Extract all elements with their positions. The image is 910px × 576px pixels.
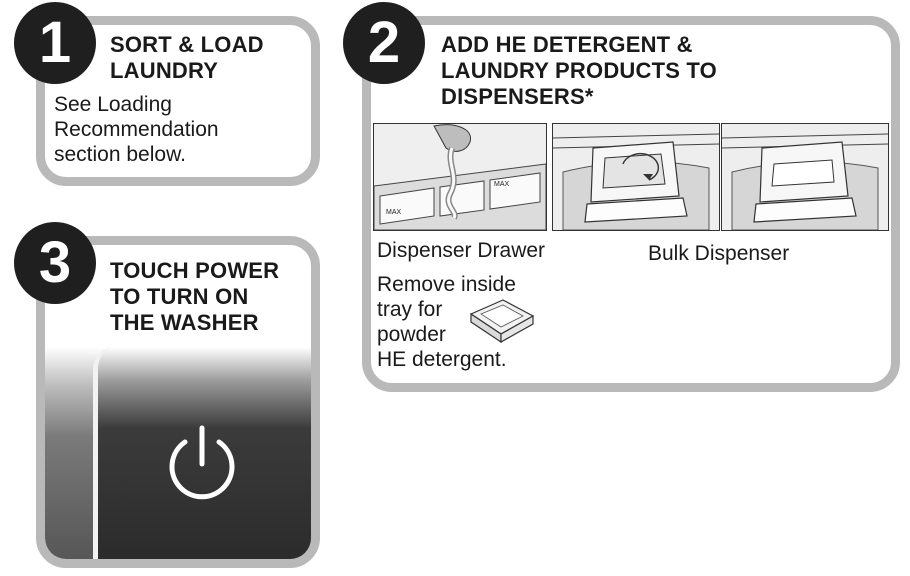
dispenser-drawer-illustration: MAX MAX [373,123,547,231]
max-label-left: MAX [386,209,402,216]
step-3-title: TOUCH POWER TO TURN ON THE WASHER [110,258,280,335]
tray-removal-note: Remove inside tray for powder HE deterge… [377,273,516,371]
step-2-title: ADD HE DETERGENT & LAUNDRY PRODUCTS TO D… [441,32,717,109]
max-label-right: MAX [494,181,510,188]
bulk-dispenser-illustration-closed [721,123,889,231]
dispenser-drawer-caption: Dispenser Drawer [377,239,546,262]
step-1-text: See Loading Recommendation section below… [54,93,219,166]
power-button[interactable] [158,418,246,506]
bulk-dispenser-caption: Bulk Dispenser [648,242,790,265]
step-1-number-badge: 1 [14,2,96,84]
power-icon [169,425,235,500]
step-2-number-badge: 2 [343,2,425,84]
step-3-number-badge: 3 [14,222,96,304]
step-1-title: SORT & LOAD LAUNDRY [110,32,264,83]
detergent-tray-illustration [465,292,537,346]
bulk-dispenser-illustration-open [552,123,720,231]
